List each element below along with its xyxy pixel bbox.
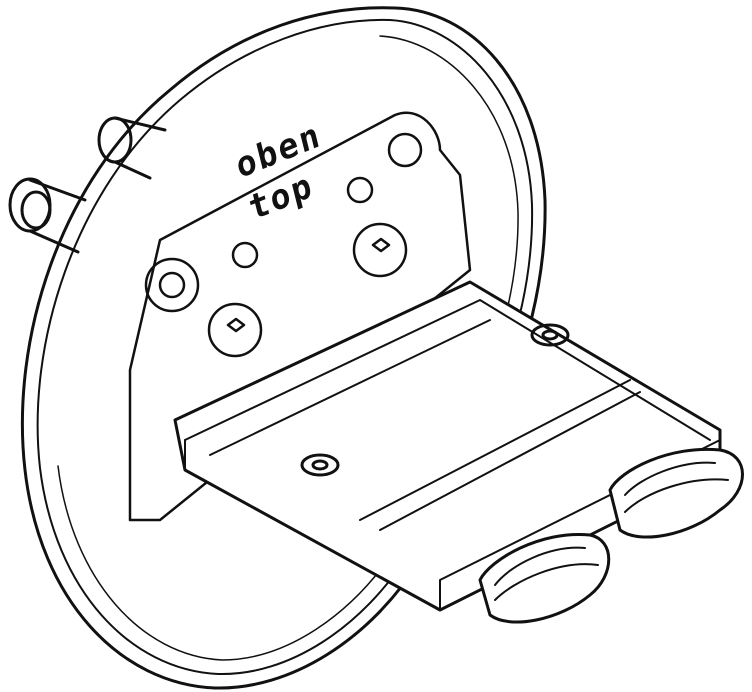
- outlet-connectors: [478, 447, 744, 624]
- pipe-connector-left: [8, 116, 167, 254]
- bracket-plate: [128, 111, 472, 522]
- cartridge-body: [173, 280, 722, 612]
